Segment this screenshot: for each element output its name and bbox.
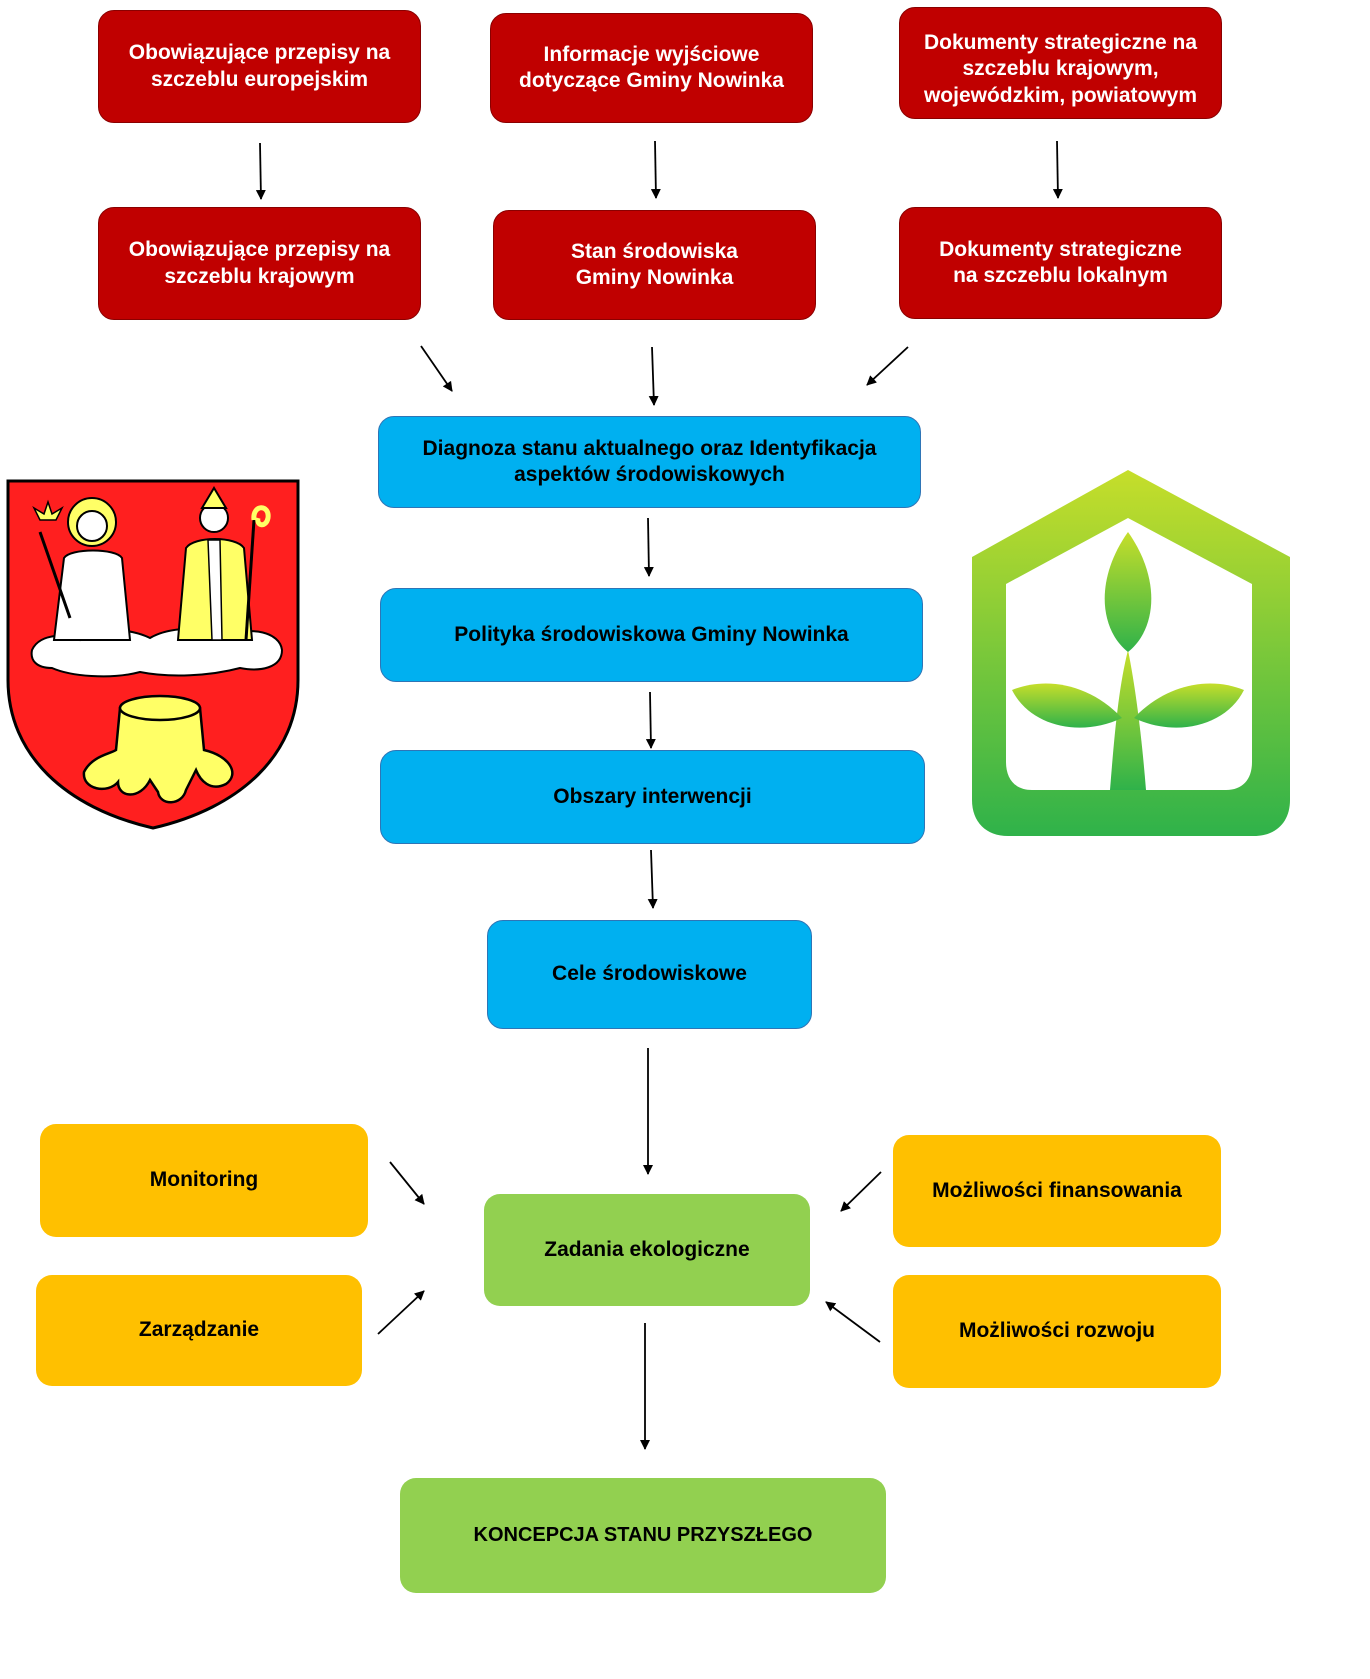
arrow-areas-to-goals — [647, 849, 658, 909]
arrow-development-to-tasks — [825, 1301, 881, 1343]
node-env-goals-label: Cele środowiskowe — [552, 962, 747, 986]
node-initial-info: Informacje wyjściowe dotyczące Gminy Now… — [490, 13, 813, 123]
arrow-strat-national-to-local — [1052, 140, 1063, 199]
node-env-goals: Cele środowiskowe — [487, 920, 812, 1029]
node-monitoring: Monitoring — [40, 1124, 368, 1237]
arrow-monitoring-to-tasks — [389, 1161, 425, 1205]
node-strategic-docs-local-label: Dokumenty strategiczne na szczeblu lokal… — [939, 237, 1182, 287]
node-future-concept-label: KONCEPCJA STANU PRZYSZŁEGO — [473, 1524, 813, 1546]
node-eu-law: Obowiązujące przepisy na szczeblu europe… — [98, 10, 421, 123]
node-eu-law-label: Obowiązujące przepisy na szczeblu europe… — [128, 41, 391, 91]
arrow-env-state-to-diagnosis — [648, 346, 659, 406]
node-national-law-label: Obowiązujące przepisy na szczeblu krajow… — [128, 238, 391, 288]
arrow-policy-to-areas — [645, 691, 656, 749]
node-funding-label: Możliwości finansowania — [932, 1178, 1182, 1202]
node-diagnosis: Diagnoza stanu aktualnego oraz Identyfik… — [378, 416, 921, 508]
node-eco-tasks-label: Zadania ekologiczne — [544, 1237, 750, 1261]
node-eco-tasks: Zadania ekologiczne — [484, 1194, 810, 1306]
node-strategic-docs-national-label: Dokumenty strategiczne na szczeblu krajo… — [923, 31, 1198, 107]
node-development-label: Możliwości rozwoju — [958, 1319, 1155, 1343]
node-strategic-docs-local: Dokumenty strategiczne na szczeblu lokal… — [899, 207, 1222, 319]
node-env-policy: Polityka środowiskowa Gminy Nowinka — [380, 588, 923, 682]
node-strategic-docs-national: Dokumenty strategiczne na szczeblu krajo… — [899, 7, 1222, 119]
node-env-policy-label: Polityka środowiskowa Gminy Nowinka — [454, 622, 849, 646]
arrow-info-to-env-state — [650, 140, 661, 199]
arrow-eu-to-national-law — [255, 142, 266, 200]
node-initial-info-label: Informacje wyjściowe dotyczące Gminy Now… — [519, 42, 784, 92]
node-env-state: Stan środowiska Gminy Nowinka — [493, 210, 816, 320]
arrow-management-to-tasks — [377, 1290, 425, 1335]
node-development: Możliwości rozwoju — [893, 1275, 1221, 1388]
arrow-strat-local-to-diagnosis — [866, 346, 909, 386]
node-management: Zarządzanie — [36, 1275, 362, 1386]
node-diagnosis-label: Diagnoza stanu aktualnego oraz Identyfik… — [422, 436, 877, 486]
arrow-funding-to-tasks — [840, 1171, 882, 1212]
node-monitoring-label: Monitoring — [149, 1168, 259, 1192]
arrow-national-law-to-diagnosis — [420, 345, 453, 392]
node-management-label: Zarządzanie — [138, 1318, 260, 1342]
node-env-state-label: Stan środowiska Gminy Nowinka — [571, 239, 738, 289]
node-intervention-areas: Obszary interwencji — [380, 750, 925, 844]
node-future-concept: KONCEPCJA STANU PRZYSZŁEGO — [400, 1478, 886, 1593]
arrow-diagnosis-to-policy — [643, 517, 654, 577]
node-intervention-areas-label: Obszary interwencji — [553, 784, 752, 808]
node-funding: Możliwości finansowania — [893, 1135, 1221, 1247]
node-national-law: Obowiązujące przepisy na szczeblu krajow… — [98, 207, 421, 320]
